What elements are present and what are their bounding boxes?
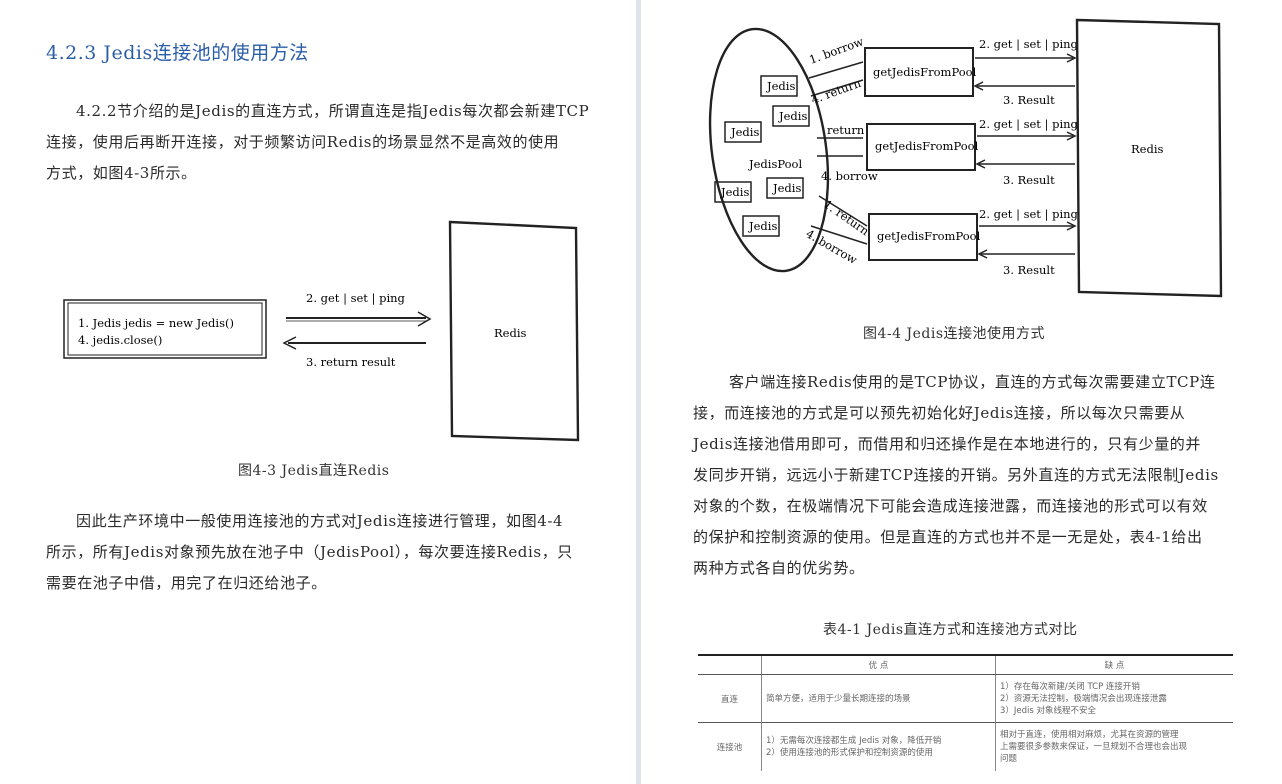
redis-server-box xyxy=(448,220,580,442)
jedis-label: Jedis xyxy=(772,181,801,195)
cell-line: 相对于直连，使用相对麻烦，尤其在资源的管理 xyxy=(1000,729,1179,740)
right-page: JedisPool Jedis Jedis Jedis Jedis Jedis … xyxy=(641,0,1282,784)
pros-cell: 1）无需每次连接都生成 Jedis 对象，降低开销 2）使用连接池的形式保护和控… xyxy=(761,722,996,771)
para-line: 的保护和控制资源的使用。但是直连的方式也并不是一无是处，表4-1给出 xyxy=(693,528,1203,546)
arrow-head-request xyxy=(417,311,432,327)
figure-4-3: 1. Jedis jedis = new Jedis() 4. jedis.cl… xyxy=(63,220,580,442)
arrow-head-response xyxy=(282,336,297,350)
figure-4-4-caption: 图4-4 Jedis连接池使用方式 xyxy=(863,326,1046,342)
jedis-instances: Jedis Jedis Jedis Jedis Jedis Jedis xyxy=(714,75,810,237)
para-line: 接，而连接池的方式是可以预先初始化好Jedis连接，所以每次只需要从 xyxy=(693,404,1186,422)
jedis-label: Jedis xyxy=(748,219,777,233)
para-line: 发同步开销，远远小于新建TCP连接的开销。另外直连的方式无法限制Jedis xyxy=(693,466,1219,484)
result-label-1: 3. Result xyxy=(1003,93,1055,107)
cell-line: 简单方便，适用于少量长期连接的场景 xyxy=(766,693,911,704)
jedis-box xyxy=(772,105,810,127)
pros-cell: 简单方便，适用于少量长期连接的场景 xyxy=(761,674,996,723)
para-line: 所示，所有Jedis对象预先放在池子中（JedisPool），每次要连接Redi… xyxy=(46,543,573,561)
para-line: 连接，使用后再断开连接，对于频繁访问Redis的场景显然不是高效的使用 xyxy=(46,133,560,151)
return-label-1: 4. return xyxy=(809,76,863,107)
table-4-1-title: 表4-1 Jedis直连方式和连接池方式对比 xyxy=(823,622,1078,638)
jedis-label: Jedis xyxy=(720,185,749,199)
cell-line: 问题 xyxy=(1000,753,1018,764)
figure-4-4: JedisPool Jedis Jedis Jedis Jedis Jedis … xyxy=(708,18,1223,298)
table-header-cell xyxy=(698,654,762,675)
jedis-box xyxy=(742,215,780,237)
redis-label: Redis xyxy=(1131,142,1164,156)
result-label-3: 3. Result xyxy=(1003,263,1055,277)
cell-line: 上需要很多参数来保证，一旦规划不合理也会出现 xyxy=(1000,741,1188,752)
pool-arrows xyxy=(808,61,868,245)
table-row: 连接池 1）无需每次连接都生成 Jedis 对象，降低开销 2）使用连接池的形式… xyxy=(698,722,1233,771)
para-line: 方式，如图4-3所示。 xyxy=(46,164,197,182)
para-line: Jedis连接池借用即可，而借用和归还操作是在本地进行的，只有少量的并 xyxy=(693,435,1201,453)
redis-label: Redis xyxy=(494,326,527,340)
table-header-cell: 优 点 xyxy=(761,654,996,675)
jedis-label: Jedis xyxy=(766,79,795,93)
table-row: 直连 简单方便，适用于少量长期连接的场景 1）存在每次新建/关闭 TCP 连接开… xyxy=(698,674,1233,723)
client-line-2: 4. jedis.close() xyxy=(78,333,162,347)
jedis-box xyxy=(766,177,804,199)
left-page: 4.2.3 Jedis连接池的使用方法 4.2.2节介绍的是Jedis的直连方式… xyxy=(0,0,636,784)
borrow-label-2: 4. borrow xyxy=(821,169,878,183)
table-header-row: 优 点 缺 点 xyxy=(698,654,1233,675)
section-title: 4.2.3 Jedis连接池的使用方法 xyxy=(46,42,309,64)
table-header-cell: 缺 点 xyxy=(995,654,1233,675)
intro-paragraph: 4.2.2节介绍的是Jedis的直连方式，所谓直连是指Jedis每次都会新建TC… xyxy=(46,96,606,189)
cmd-label-1: 2. get | set | ping xyxy=(979,37,1079,52)
cell-line: 2）资源无法控制，极端情况会出现连接泄露 xyxy=(1000,693,1167,704)
redis-server-box xyxy=(1075,18,1223,298)
cell-line: 3）Jedis 对象线程不安全 xyxy=(1000,705,1097,716)
cell-line: 2）使用连接池的形式保护和控制资源的使用 xyxy=(766,747,933,758)
get-jedis-label: getJedisFromPool xyxy=(873,65,977,79)
cons-cell: 1）存在每次新建/关闭 TCP 连接开销 2）资源无法控制，极端情况会出现连接泄… xyxy=(995,674,1233,723)
para-line: 两种方式各自的优劣势。 xyxy=(693,559,865,577)
get-box-3: getJedisFromPool xyxy=(868,213,981,261)
para-line: 因此生产环境中一般使用连接池的方式对Jedis连接进行管理，如图4-4 xyxy=(76,512,564,530)
para-line: 客户端连接Redis使用的是TCP协议，直连的方式每次需要建立TCP连 xyxy=(729,373,1216,391)
cons-cell: 相对于直连，使用相对麻烦，尤其在资源的管理 上需要很多参数来保证，一旦规划不合理… xyxy=(995,722,1233,771)
get-jedis-box xyxy=(864,47,974,97)
cmd-label-2: 2. get | set | ping xyxy=(979,117,1079,132)
get-box-1: getJedisFromPool xyxy=(864,47,977,97)
para-line: 需要在池子中借，用完了在归还给池子。 xyxy=(46,574,327,592)
cell-line: 1）存在每次新建/关闭 TCP 连接开销 xyxy=(1000,681,1140,692)
jedis-box xyxy=(760,75,798,97)
borrow-label-1: 1. borrow xyxy=(807,34,865,67)
get-jedis-label: getJedisFromPool xyxy=(877,229,981,243)
get-box-2: getJedisFromPool xyxy=(866,123,979,171)
cell-line: 1）无需每次连接都生成 Jedis 对象，降低开销 xyxy=(766,735,942,746)
jedis-pool-ellipse xyxy=(708,27,830,273)
get-jedis-label: getJedisFromPool xyxy=(875,139,979,153)
client-line-1: 1. Jedis jedis = new Jedis() xyxy=(78,316,234,330)
return-label-2: return xyxy=(827,123,865,137)
row-label: 连接池 xyxy=(698,722,762,771)
jedis-box xyxy=(714,181,752,203)
arrow xyxy=(810,79,864,97)
cmd-label-3: 2. get | set | ping xyxy=(979,207,1079,222)
comparison-paragraph: 客户端连接Redis使用的是TCP协议，直连的方式每次需要建立TCP连 接，而连… xyxy=(693,367,1253,584)
get-jedis-box xyxy=(866,123,976,171)
row-label: 直连 xyxy=(698,674,762,723)
pool-label: JedisPool xyxy=(748,157,802,171)
arrow-top-label: 2. get | set | ping xyxy=(306,291,406,306)
jedis-label: Jedis xyxy=(730,125,759,139)
arrow xyxy=(818,195,868,227)
comparison-table: 优 点 缺 点 直连 简单方便，适用于少量长期连接的场景 1）存在每次新建/关闭… xyxy=(698,654,1233,771)
pool-paragraph: 因此生产环境中一般使用连接池的方式对Jedis连接进行管理，如图4-4 所示，所… xyxy=(46,506,606,599)
jedis-label: Jedis xyxy=(778,109,807,123)
result-label-2: 3. Result xyxy=(1003,173,1055,187)
figure-4-3-caption: 图4-3 Jedis直连Redis xyxy=(238,463,390,479)
para-line: 4.2.2节介绍的是Jedis的直连方式，所谓直连是指Jedis每次都会新建TC… xyxy=(76,102,590,120)
client-box-inner xyxy=(67,302,263,356)
jedis-box xyxy=(724,121,762,143)
para-line: 对象的个数，在极端情况下可能会造成连接泄露，而连接池的形式可以有效 xyxy=(693,497,1208,515)
arrow-bottom-label: 3. return result xyxy=(306,355,396,369)
get-jedis-box xyxy=(868,213,978,261)
arrow xyxy=(810,225,868,245)
arrow xyxy=(808,61,864,79)
redis-arrows xyxy=(973,53,1077,259)
client-box xyxy=(63,299,267,359)
